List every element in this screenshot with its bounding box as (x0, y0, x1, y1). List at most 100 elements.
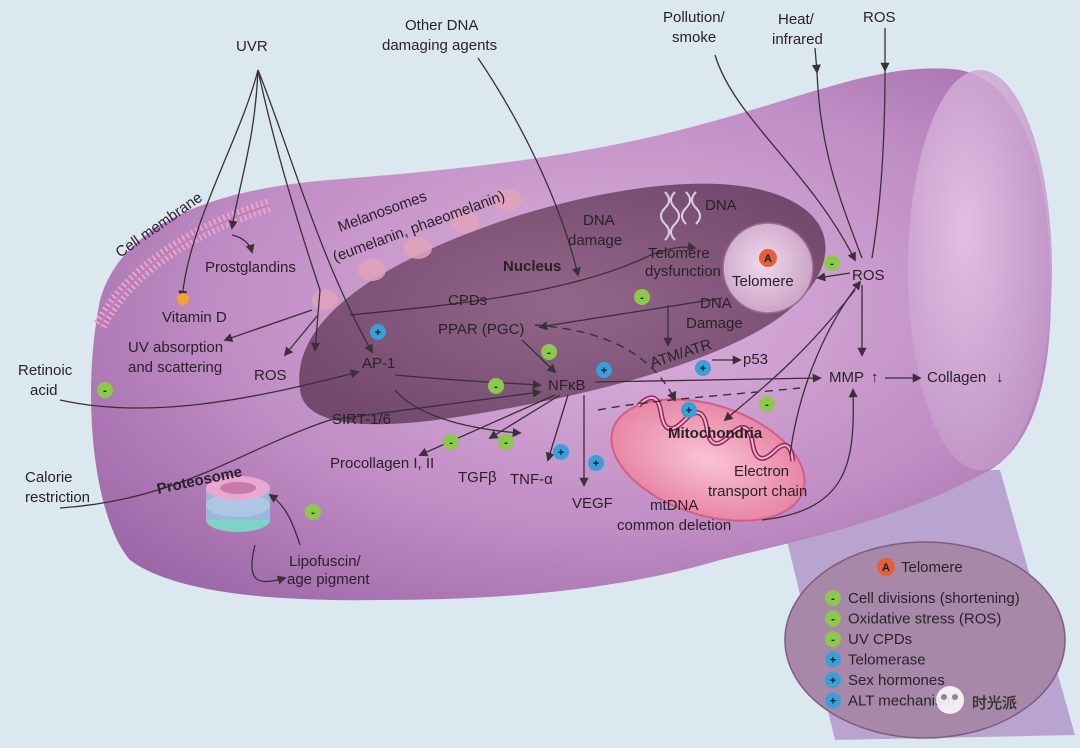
tnfa-label: TNF-α (510, 471, 553, 488)
activate-badge (695, 360, 711, 376)
legend-item-badge-sign: - (831, 634, 835, 646)
ap1-label: AP-1 (362, 355, 395, 372)
legend-item-label: UV CPDs (848, 631, 912, 648)
inhibit-badge (498, 434, 514, 450)
mtdna-label-2: common deletion (617, 517, 731, 534)
legend-item-badge-sign: - (831, 614, 835, 626)
lipofuscin-label-1: Lipofuscin/ (289, 553, 362, 570)
mitochondria-organelle (610, 395, 806, 522)
inhibit-badge (305, 504, 321, 520)
legend-item-label: Oxidative stress (ROS) (848, 611, 1001, 628)
legend-panel (784, 541, 1066, 739)
inhibit-badge (488, 378, 504, 394)
legend-item-badge-sign: - (831, 593, 835, 605)
legend-item-badge-sign: + (830, 655, 836, 667)
inhibit-badge-sign: - (494, 381, 498, 393)
cell-end-cap (908, 70, 1052, 470)
inhibit-badge (759, 396, 775, 412)
calorie-label-2: restriction (25, 489, 90, 506)
activate-badge-sign: + (593, 458, 599, 470)
mmp-label: MMP (829, 369, 864, 386)
legend-item-label: Cell divisions (shortening) (848, 590, 1020, 607)
cpds-label: CPDs (448, 292, 487, 309)
inhibit-badges: --------- (97, 255, 840, 520)
pathway-arrows (59, 28, 922, 585)
other-dna-label-2: damaging agents (382, 37, 497, 54)
activate-badge (596, 362, 612, 378)
pollution-label-2: smoke (672, 29, 716, 46)
nfkb-label: NFκB (548, 377, 586, 394)
procollagen-label: Procollagen I, II (330, 455, 434, 472)
tgfb-label: TGFβ (458, 469, 497, 486)
legend-item-badge (825, 672, 841, 688)
activate-badge (553, 444, 569, 460)
legend-item-badge (825, 610, 841, 627)
activate-badge-sign: + (686, 405, 692, 417)
mmp-up-arrow: ↑ (871, 369, 879, 386)
legend-item-badge (825, 631, 841, 647)
legend-item-badge (825, 692, 841, 709)
watermark: 时光派 (936, 686, 1017, 714)
legend-item-badge (825, 590, 841, 606)
sirt-label: SIRT-1/6 (332, 411, 391, 428)
inhibit-badge-sign: - (547, 347, 551, 359)
cell-membrane (93, 198, 273, 329)
mitochondria-label: Mitochondria (668, 425, 763, 442)
inhibit-badge (443, 434, 459, 450)
inhibit-badge-sign: - (311, 507, 315, 519)
dna-damage-label-1: DNA (583, 212, 615, 229)
inhibit-badge-sign: - (103, 385, 107, 397)
legend-item-label: Sex hormones (848, 672, 945, 689)
pollution-label-1: Pollution/ (663, 9, 726, 26)
calorie-label-1: Calorie (25, 469, 73, 486)
ros-top-label: ROS (863, 9, 896, 26)
legend-item-badge-sign: + (830, 675, 836, 687)
vitamin-d-dot (177, 293, 189, 305)
legend-badge-letter: A (882, 562, 890, 574)
activate-badge (370, 324, 386, 340)
inhibit-badge-sign: - (640, 292, 644, 304)
dna-damage-label-2: damage (568, 232, 622, 249)
etc-label-2: transport chain (708, 483, 807, 500)
activate-badge-sign: + (558, 447, 564, 459)
inhibit-badge (824, 255, 840, 271)
inhibit-badge (634, 289, 650, 305)
uvr-label: UVR (236, 38, 268, 55)
melanosomes (312, 189, 522, 310)
dna-damage-right-label-2: Damage (686, 315, 743, 332)
telomere-badge-letter: A (764, 253, 772, 265)
mtdna-label-1: mtDNA (650, 497, 698, 514)
dna-helix (660, 191, 701, 241)
legend-item-label: Telomerase (848, 652, 926, 669)
activate-badges: ++++++ (370, 324, 711, 471)
activate-badge (681, 402, 697, 418)
ros-right-label: ROS (852, 267, 885, 284)
retinoic-label-2: acid (30, 382, 58, 399)
activate-badge (588, 455, 604, 471)
prostglandins-label: Prostglandins (205, 259, 296, 276)
telomere-dysfunction-label-1: Telomere (648, 245, 710, 262)
activate-badge-sign: + (601, 365, 607, 377)
inhibit-badge (97, 382, 113, 398)
heat-label-1: Heat/ (778, 11, 815, 28)
proteosome-illustration (206, 476, 270, 532)
inhibit-badge (541, 344, 557, 360)
telomere-label: Telomere (732, 273, 794, 290)
ros-left-label: ROS (254, 367, 287, 384)
uv-absorption-label-1: UV absorption (128, 339, 223, 356)
retinoic-label-1: Retinoic (18, 362, 73, 379)
inhibit-badge-sign: - (504, 437, 508, 449)
collagen-label: Collagen (927, 369, 986, 386)
vitamin-d-label: Vitamin D (162, 309, 227, 326)
lipofuscin-label-2: age pigment (287, 571, 370, 588)
legend-item-badge-sign: + (830, 696, 836, 708)
telomere-dysfunction-label-2: dysfunction (645, 263, 721, 280)
telomere-badge (759, 249, 777, 267)
uv-absorption-label-2: and scattering (128, 359, 222, 376)
legend-item-badge (825, 651, 841, 668)
legend-badge (877, 558, 895, 576)
inhibit-badge-sign: - (449, 437, 453, 449)
etc-label-1: Electron (734, 463, 789, 480)
ppar-label: PPAR (PGC) (438, 321, 524, 338)
